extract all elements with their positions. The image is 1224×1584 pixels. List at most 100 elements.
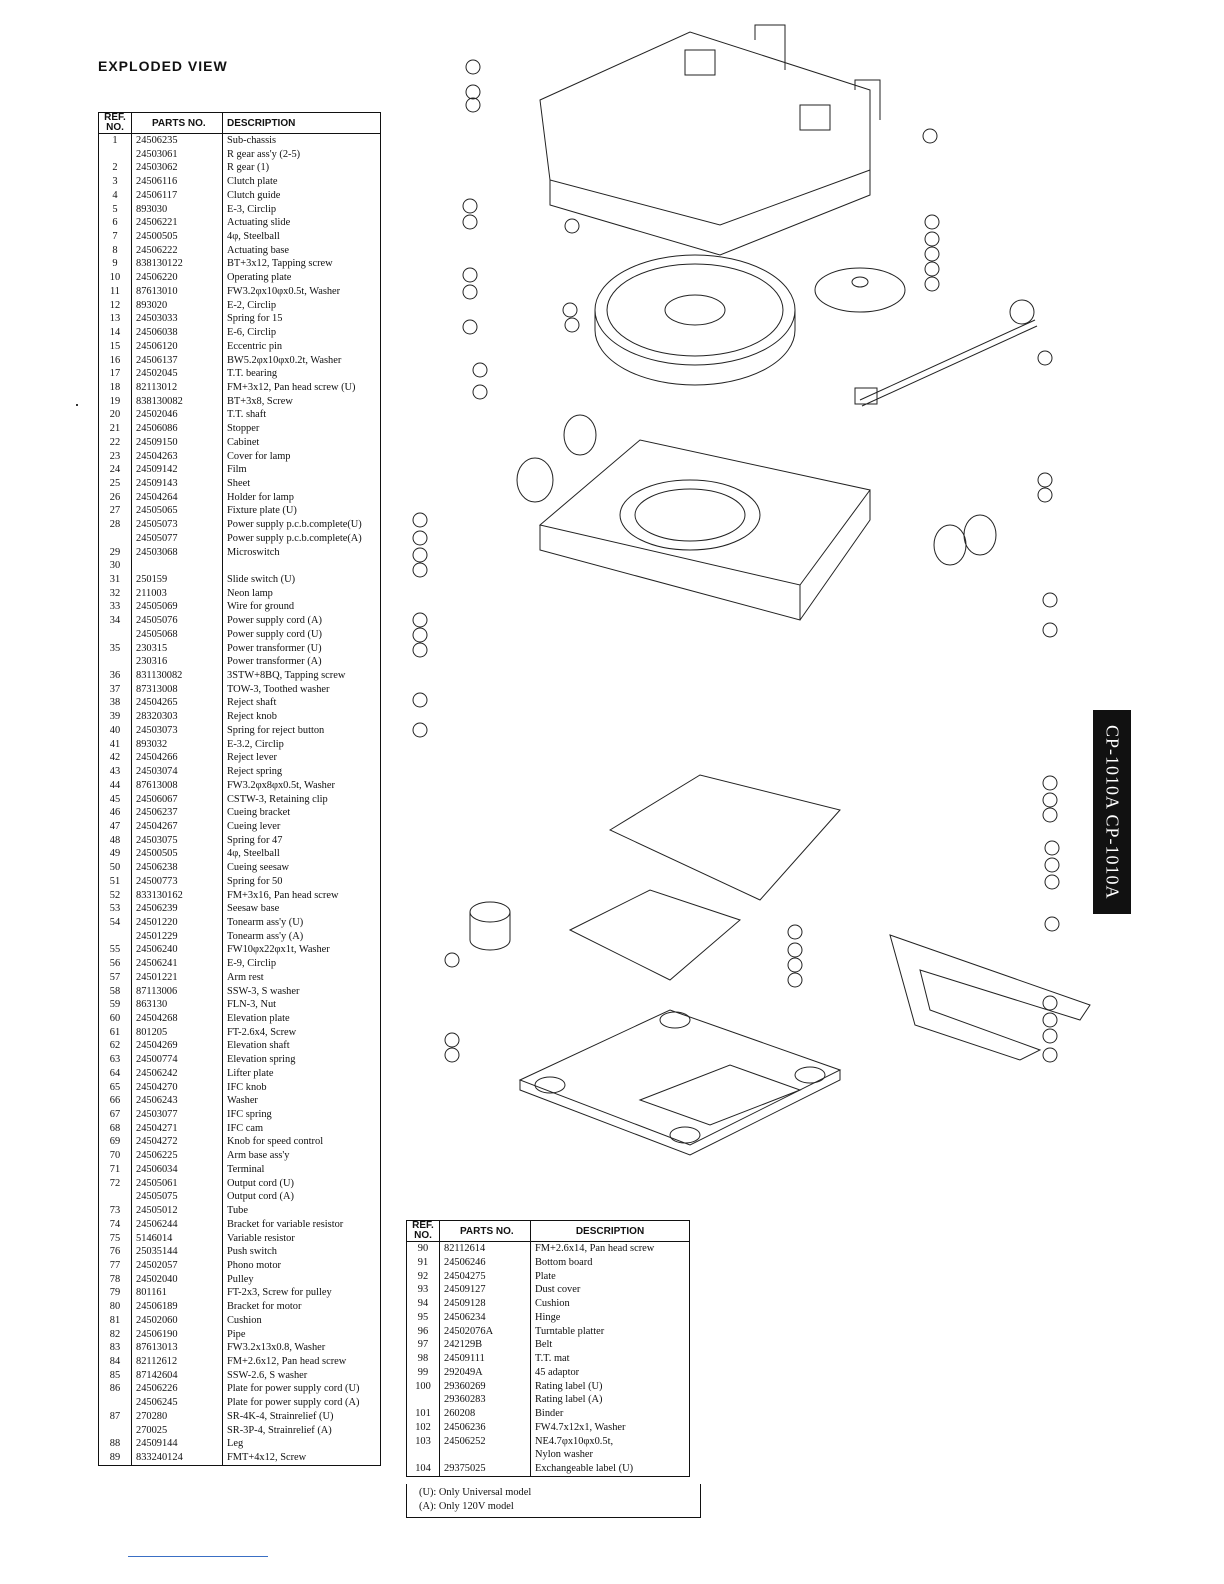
part-number: 29360269 [439, 1379, 531, 1394]
part-description: FW10φx22φx1t, Washer [222, 943, 381, 958]
part-description: Spring for 47 [222, 833, 381, 848]
part-description: 3STW+8BQ, Tapping screw [222, 669, 381, 683]
part-number: 24503077 [131, 1108, 223, 1122]
ref-number [98, 1423, 132, 1438]
part-description: FW3.2x13x0.8, Washer [222, 1341, 381, 1355]
ref-number: 17 [98, 367, 132, 381]
part-number: 24502046 [131, 408, 223, 423]
turntable-platter-drawing [594, 254, 796, 386]
ref-number: 42 [98, 751, 132, 766]
part-number: 24503061 [131, 147, 223, 162]
ref-number: 88 [98, 1437, 132, 1451]
ref-number: 57 [98, 970, 132, 985]
parts-row: Nylon washer [406, 1448, 690, 1462]
part-description: Cabinet [222, 435, 381, 450]
part-number: 24501229 [131, 929, 223, 944]
part-number: 24506240 [131, 943, 223, 958]
part-description: Cushion [530, 1297, 690, 1311]
part-description: Sheet [222, 476, 381, 491]
part-number: 833130162 [131, 888, 223, 903]
part-description: FT-2x3, Screw for pulley [222, 1286, 381, 1301]
ref-number: 74 [98, 1217, 132, 1232]
ref-number: 43 [98, 765, 132, 779]
part-description: FT-2.6x4, Screw [222, 1025, 381, 1040]
ref-number: 102 [406, 1420, 440, 1435]
ref-number: 63 [98, 1053, 132, 1067]
ref-number: 36 [98, 669, 132, 683]
ref-number: 72 [98, 1176, 132, 1191]
ref-number: 55 [98, 943, 132, 958]
part-description: FW4.7x12x1, Washer [530, 1420, 690, 1435]
ref-number: 103 [406, 1434, 440, 1449]
ref-number: 41 [98, 737, 132, 752]
ref-number: 13 [98, 312, 132, 327]
part-number: 24506116 [131, 175, 223, 189]
ref-number: 97 [406, 1338, 440, 1352]
part-number: 24500774 [131, 1053, 223, 1067]
part-number: 230316 [131, 655, 223, 670]
ref-number: 78 [98, 1272, 132, 1287]
part-description: Elevation shaft [222, 1039, 381, 1054]
ref-number: 90 [406, 1241, 440, 1256]
ref-number: 19 [98, 394, 132, 409]
part-number: 24502076A [439, 1324, 531, 1339]
callout-markers [412, 59, 1060, 1063]
part-description: Arm base ass'y [222, 1149, 381, 1163]
part-number: 838130082 [131, 394, 223, 409]
part-number: 24506221 [131, 216, 223, 231]
ref-number: 82 [98, 1327, 132, 1342]
ref-number [98, 1190, 132, 1205]
part-number: 24509144 [131, 1437, 223, 1451]
ref-number: 73 [98, 1204, 132, 1218]
ref-number: 71 [98, 1162, 132, 1177]
part-number: 24506236 [439, 1420, 531, 1435]
ref-number: 6 [98, 216, 132, 231]
part-number: 24504264 [131, 490, 223, 505]
part-description: Seesaw base [222, 902, 381, 916]
part-description: FW3.2φx10φx0.5t, Washer [222, 284, 381, 299]
part-number: 87613010 [131, 284, 223, 299]
ref-number: 26 [98, 490, 132, 505]
part-description: Elevation plate [222, 1012, 381, 1026]
ref-number: 101 [406, 1407, 440, 1421]
part-description: Reject knob [222, 710, 381, 724]
part-number: 25035144 [131, 1245, 223, 1259]
part-description: TOW-3, Toothed washer [222, 682, 381, 697]
part-description: BW5.2φx10φx0.2t, Washer [222, 353, 381, 368]
part-description: Rating label (U) [530, 1379, 690, 1394]
ref-number: 85 [98, 1368, 132, 1383]
part-number: 29360283 [439, 1393, 531, 1407]
ref-number: 16 [98, 353, 132, 368]
ref-number: 96 [406, 1324, 440, 1339]
part-description: Terminal [222, 1162, 381, 1177]
ref-number: 70 [98, 1149, 132, 1163]
ref-number: 44 [98, 778, 132, 793]
ref-header: REF. NO. [406, 1220, 440, 1242]
part-description: Exchangeable label (U) [530, 1462, 690, 1477]
